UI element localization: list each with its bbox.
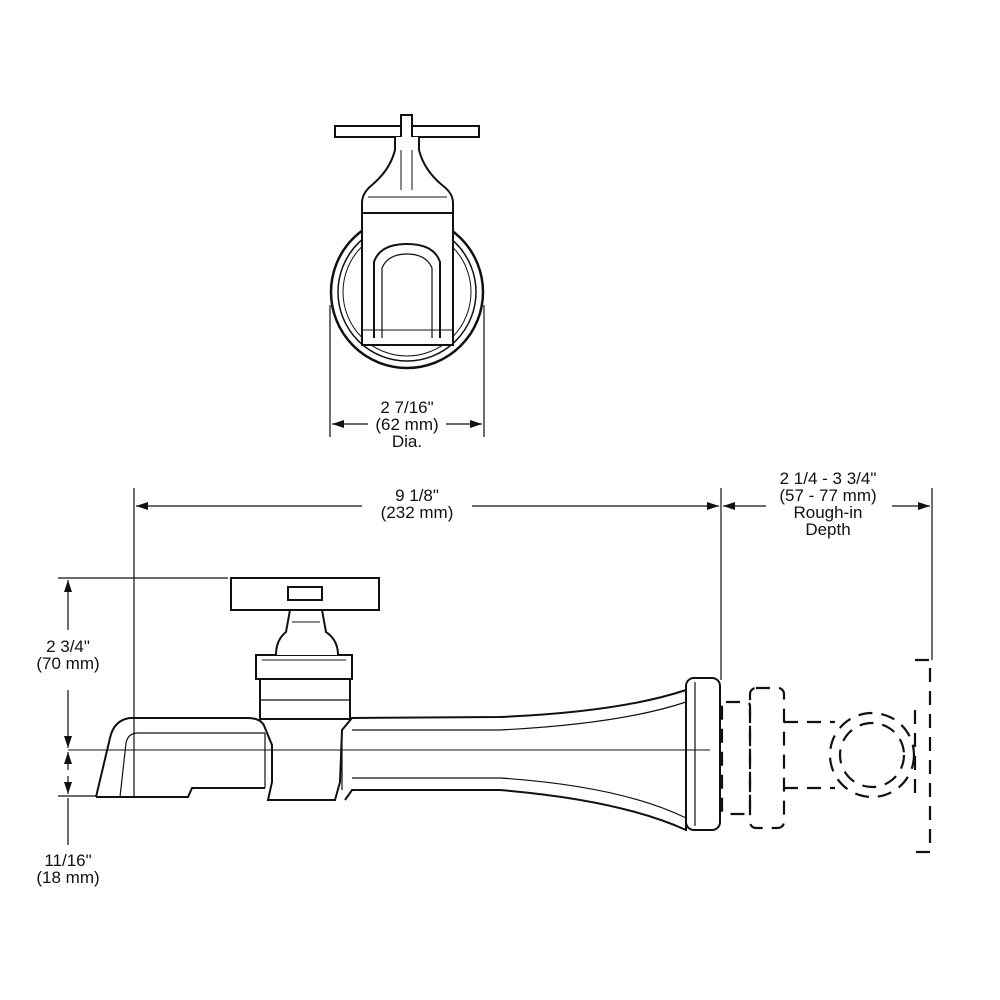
height-mm: (70 mm) [36, 654, 100, 673]
dia-label: 2 7/16" (62 mm) Dia. [362, 399, 452, 450]
dia-note: Dia. [391, 432, 423, 451]
height-label: 2 3/4" (70 mm) [18, 638, 118, 672]
rough-in-inch: 2 1/4 - 3 3/4" [779, 469, 877, 488]
dia-dimension [329, 305, 485, 437]
front-view [329, 114, 485, 370]
rough-in-label: 2 1/4 - 3 3/4" (57 - 77 mm) Rough-in Dep… [758, 470, 898, 538]
length-mm: (232 mm) [380, 503, 454, 522]
front-handle-neck [361, 137, 454, 214]
rough-in-mm: (57 - 77 mm) [779, 486, 877, 505]
side-dimensions [58, 488, 933, 845]
dia-mm: (62 mm) [375, 415, 439, 434]
side-handle-indicator [287, 586, 323, 601]
length-label: 9 1/8" (232 mm) [362, 487, 472, 521]
spout-height-inch: 11/16" [44, 851, 92, 870]
side-escutcheon [685, 677, 721, 831]
side-handle-neck [275, 609, 339, 656]
rough-in-note2: Depth [805, 520, 851, 539]
height-inch: 2 3/4" [46, 637, 90, 656]
length-inch: 9 1/8" [395, 486, 439, 505]
dia-inch: 2 7/16" [380, 398, 434, 417]
side-view [68, 577, 721, 832]
front-valve-body [361, 212, 454, 346]
spout-height-mm: (18 mm) [36, 868, 100, 887]
rough-in-note1: Rough-in [793, 503, 863, 522]
spout-height-label: 11/16" (18 mm) [18, 852, 118, 886]
side-bonnet [255, 654, 353, 680]
side-valve-column [259, 676, 351, 720]
front-spout-opening [373, 242, 441, 338]
rough-in-valve [720, 658, 932, 854]
side-spout-body [95, 688, 687, 832]
